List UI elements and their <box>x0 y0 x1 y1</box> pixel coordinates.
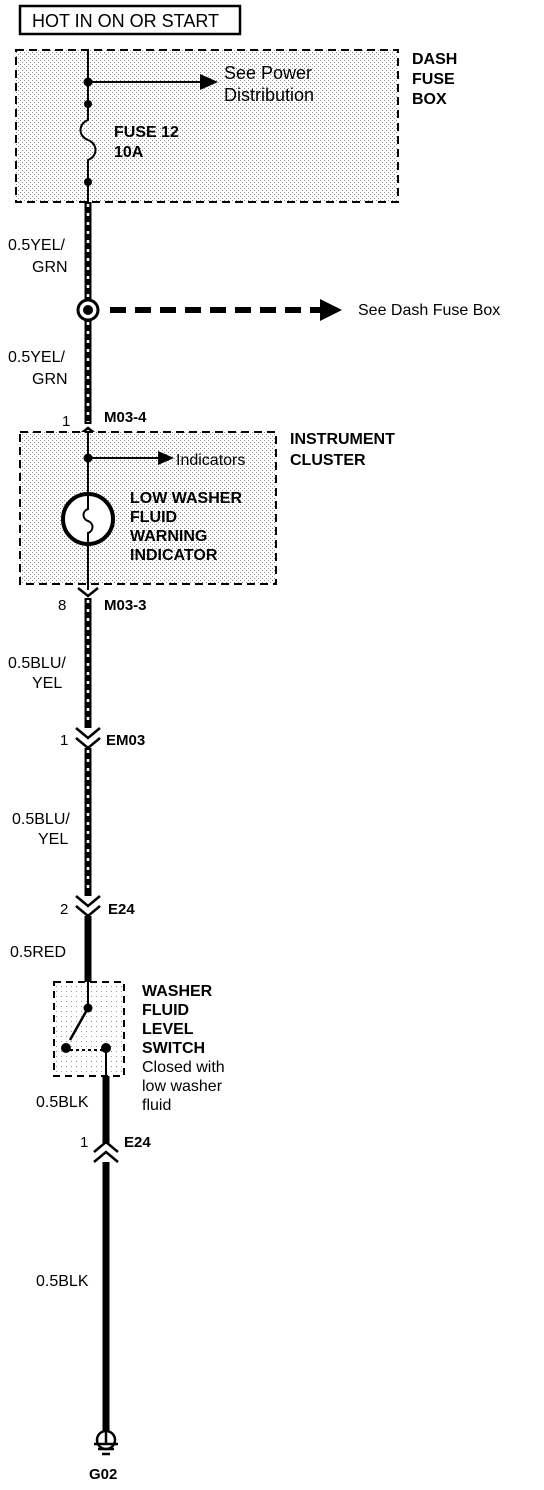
switch-note-3: fluid <box>142 1097 171 1114</box>
wire-label: GRN <box>32 371 68 388</box>
switch-contact-icon <box>68 1007 90 1041</box>
lamp-label-3: WARNING <box>130 528 207 545</box>
see-power-text-2: Distribution <box>224 85 314 105</box>
indicators-text: Indicators <box>176 452 245 469</box>
see-power-text-1: See Power <box>224 63 312 83</box>
warning-bulb-icon <box>61 492 115 546</box>
dash-fuse-box-label-2: FUSE <box>412 71 455 88</box>
switch-label-1: WASHER <box>142 983 213 1000</box>
header-title: HOT IN ON OR START <box>32 11 219 31</box>
connector-name: M03-3 <box>104 597 147 614</box>
wire-red: 0.5RED <box>10 916 92 982</box>
splice: See Dash Fuse Box <box>76 298 500 322</box>
switch-label-2: FLUID <box>142 1002 189 1019</box>
wire-label: 0.5YEL/ <box>8 237 65 254</box>
wire-label: GRN <box>32 259 68 276</box>
arrow-right-icon <box>200 74 218 90</box>
wire-yel-grn-1: 0.5YEL/ GRN <box>8 202 92 300</box>
wire-label: 0.5YEL/ <box>8 349 65 366</box>
wire-label: 0.5BLK <box>36 1273 89 1290</box>
connector-e24-pin1: 1 E24 <box>80 1134 151 1163</box>
ground-icon <box>94 1429 118 1456</box>
fuse-label-2: 10A <box>114 144 144 161</box>
instrument-cluster: INSTRUMENT CLUSTER Indicators LOW WASHER… <box>19 431 395 590</box>
wire-blu-yel-2: 0.5BLU/ YEL <box>12 748 92 896</box>
wire-yel-grn-2: 0.5YEL/ GRN <box>8 320 92 424</box>
connector-e24-pin2: 2 E24 <box>60 895 135 918</box>
connector-name: EM03 <box>106 732 145 749</box>
wire-blk-2: 0.5BLK <box>36 1162 110 1438</box>
connector-pin: 1 <box>60 732 68 749</box>
dash-fuse-box-label-1: DASH <box>412 51 457 68</box>
connector-pin: 8 <box>58 597 66 614</box>
fuse-icon <box>79 104 97 182</box>
ground: G02 <box>89 1429 118 1483</box>
fuse-label-1: FUSE 12 <box>114 124 179 141</box>
switch-note-1: Closed with <box>142 1059 225 1076</box>
connector-pin: 1 <box>62 413 70 430</box>
cluster-label-1: INSTRUMENT <box>290 431 395 448</box>
lamp-label-1: LOW WASHER <box>130 490 242 507</box>
splice-reference: See Dash Fuse Box <box>358 302 500 319</box>
washer-fluid-level-switch: WASHER FLUID LEVEL SWITCH Closed with lo… <box>53 981 225 1114</box>
ground-name: G02 <box>89 1466 117 1483</box>
connector-m03-3: 8 M03-3 <box>58 587 147 614</box>
wire-label: YEL <box>38 831 68 848</box>
cluster-label-2: CLUSTER <box>290 452 366 469</box>
wire-label: YEL <box>32 675 62 692</box>
lamp-label-2: FLUID <box>130 509 177 526</box>
connector-name: E24 <box>124 1134 151 1151</box>
wire-blk-1: 0.5BLK <box>36 1076 110 1144</box>
wire-label: 0.5BLU/ <box>8 655 66 672</box>
arrow-right-icon <box>158 451 174 465</box>
arrow-right-icon <box>320 299 342 321</box>
switch-note-2: low washer <box>142 1078 223 1095</box>
wire-blu-yel-1: 0.5BLU/ YEL <box>8 598 92 728</box>
power-source-header: HOT IN ON OR START <box>18 4 242 36</box>
connector-pin: 2 <box>60 901 68 918</box>
connector-pin: 1 <box>80 1134 88 1151</box>
dash-fuse-box-label-3: BOX <box>412 91 447 108</box>
switch-label-3: LEVEL <box>142 1021 194 1038</box>
wire-label: 0.5RED <box>10 944 66 961</box>
switch-label-4: SWITCH <box>142 1040 205 1057</box>
connector-name: E24 <box>108 901 135 918</box>
wire-label: 0.5BLU/ <box>12 811 70 828</box>
dash-fuse-box: DASH FUSE BOX See Power Distribution FUS… <box>15 49 457 203</box>
lamp-label-4: INDICATOR <box>130 547 218 564</box>
connector-name: M03-4 <box>104 409 147 426</box>
wire-label: 0.5BLK <box>36 1094 89 1111</box>
connector-em03: 1 EM03 <box>60 727 145 750</box>
